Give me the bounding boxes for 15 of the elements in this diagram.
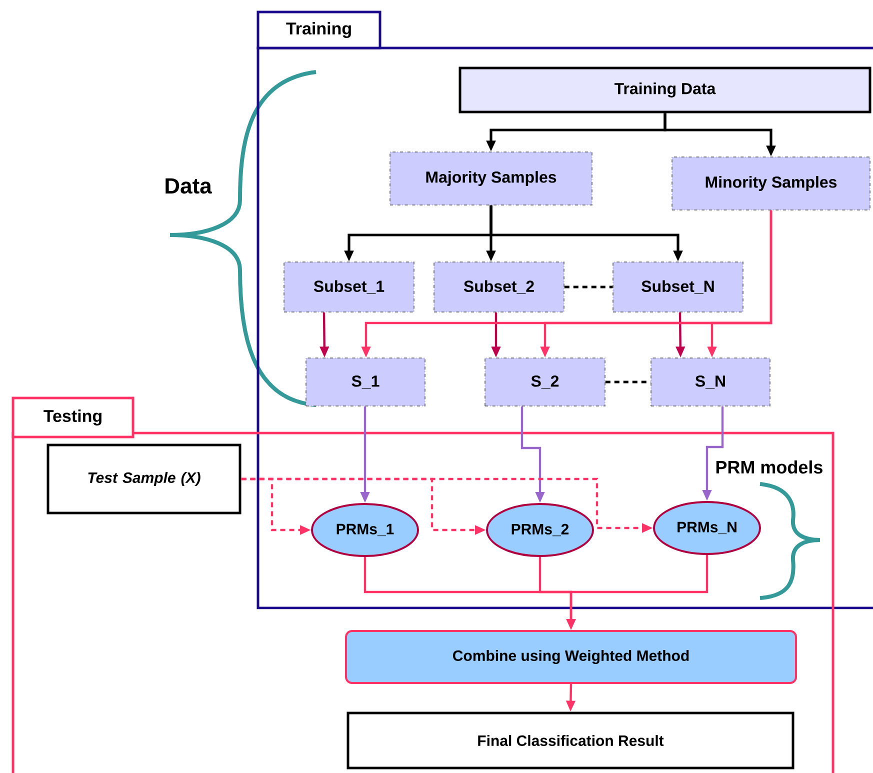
brace-label: Data <box>166 178 212 194</box>
process-box: Minority Samples <box>672 156 870 210</box>
process-box: S_1 <box>306 358 426 406</box>
process-box: Subset_2 <box>434 262 564 312</box>
connector-line <box>564 286 613 288</box>
brace-label: PRM models <box>714 459 824 475</box>
process-box: Subset_N <box>612 262 744 312</box>
process-box: Combine using Weighted Method <box>345 630 797 684</box>
process-box: S_2 <box>484 358 606 406</box>
process-box: Majority Samples <box>390 152 592 206</box>
process-box: Subset_1 <box>284 262 414 312</box>
result-box: Final Classification Result <box>346 712 794 770</box>
process-box: S_N <box>650 358 770 406</box>
data-box: Training Data <box>458 66 872 114</box>
input-box: Test Sample (X) <box>46 444 242 514</box>
